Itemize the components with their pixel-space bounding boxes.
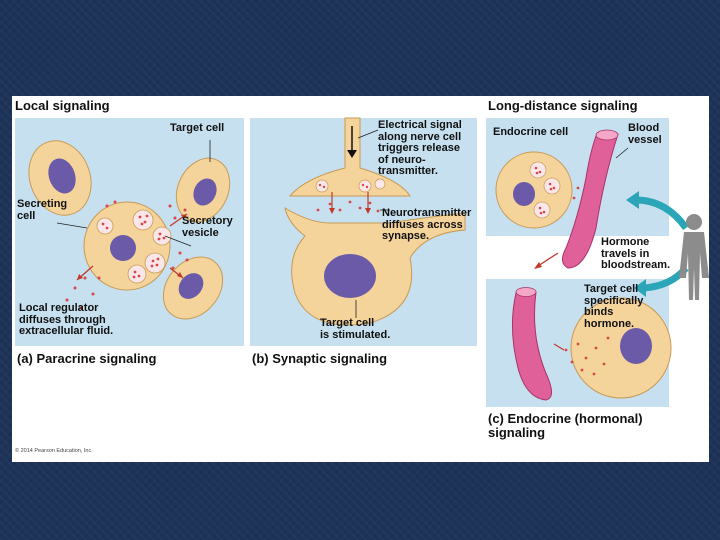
synaptic-caption: (b) Synaptic signaling (252, 351, 388, 366)
neurotransmitter-label: Neurotransmitter diffuses across synapse… (382, 207, 472, 243)
endocrine-target-nucleus (620, 328, 652, 364)
copyright-notice: © 2014 Pearson Education, Inc. (15, 448, 93, 454)
paracrine-caption: (a) Paracrine signaling (17, 351, 157, 366)
target-neuron (284, 206, 466, 326)
endocrine-cell-nucleus (513, 182, 535, 206)
endocrine-caption: (c) Endocrine (hormonal) signaling (488, 411, 643, 440)
paracrine-target-cell-label: Target cell (170, 122, 225, 134)
target-neuron-nucleus (324, 254, 376, 298)
local-signaling-heading: Local signaling (15, 98, 110, 113)
secreting-cell-nucleus (110, 235, 136, 261)
teal-arrow-top (635, 196, 689, 231)
nucleus-top-right (193, 178, 217, 206)
long-distance-signaling-heading: Long-distance signaling (488, 98, 638, 113)
blood-vessel-bottom (511, 288, 552, 401)
nucleus-bottom-right (178, 273, 204, 299)
paracrine-illustration (28, 140, 231, 320)
secreting-cell-label: Secreting cell (17, 198, 68, 222)
hormone-travels-label: Hormone travels in bloodstream. (601, 236, 671, 272)
endocrine-target-cell-label: Target cell specifically binds hormone. (584, 283, 644, 330)
human-silhouette (679, 214, 709, 300)
synaptic-target-cell-label: Target cell is stimulated. (320, 317, 391, 341)
electrical-signal-label: Electrical signal along nerve cell trigg… (378, 119, 462, 178)
synaptic-illustration (284, 117, 466, 326)
nucleus-top-left (48, 158, 76, 194)
endocrine-cell-label: Endocrine cell (493, 126, 569, 138)
endocrine-illustration (495, 129, 709, 401)
local-regulator-label: Local regulator diffuses through extrace… (19, 302, 114, 338)
figure-panel: Local signaling Long-distance signaling (12, 96, 709, 462)
secretory-vesicle-label: Secretory vesicle (182, 215, 233, 239)
blood-vessel-label: Blood vessel (628, 122, 662, 146)
axon-terminal (288, 117, 411, 197)
